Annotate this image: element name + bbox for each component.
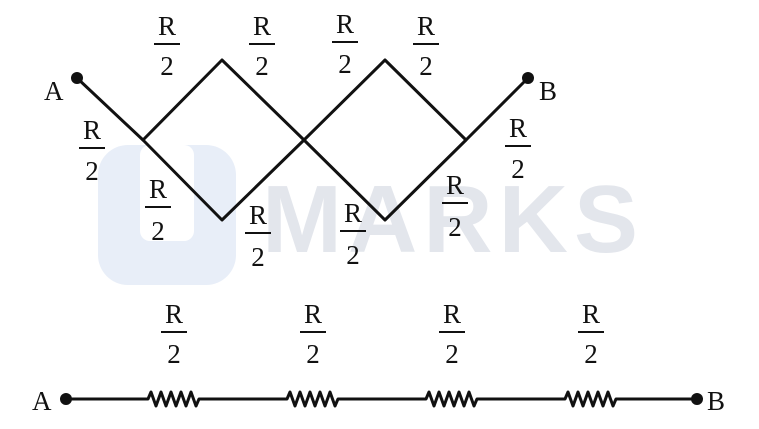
svg-text:2: 2 — [338, 49, 352, 79]
bridge-network: A B R 2 R 2 R 2 R 2 R 2 R — [44, 9, 557, 272]
watermark: MARKS — [98, 145, 644, 285]
series-circuit: A B R 2 R 2 R 2 R 2 — [32, 299, 725, 416]
svg-text:R: R — [158, 11, 176, 41]
terminal-a-label: A — [44, 76, 64, 106]
series-terminal-a-label: A — [32, 386, 52, 416]
wire-a-to-left-node — [75, 76, 145, 142]
svg-text:2: 2 — [584, 339, 598, 369]
series-wire — [64, 390, 699, 408]
svg-text:R: R — [253, 11, 271, 41]
svg-text:2: 2 — [255, 51, 269, 81]
svg-text:2: 2 — [85, 156, 99, 186]
svg-text:R: R — [165, 299, 183, 329]
svg-text:R: R — [336, 9, 354, 39]
svg-text:2: 2 — [167, 339, 181, 369]
terminal-b-dot — [522, 72, 534, 84]
resistor-label-7: R 2 — [245, 200, 271, 272]
svg-text:2: 2 — [419, 51, 433, 81]
resistor-label-2: R 2 — [332, 9, 358, 79]
watermark-logo-cutout — [140, 145, 194, 241]
svg-text:R: R — [344, 198, 362, 228]
svg-text:2: 2 — [151, 216, 165, 246]
series-terminal-b-dot — [691, 393, 703, 405]
svg-text:R: R — [417, 11, 435, 41]
resistor-label-5: R 2 — [505, 113, 531, 184]
resistor-label-4: R 2 — [79, 115, 105, 186]
terminal-a-dot — [71, 72, 83, 84]
svg-text:2: 2 — [346, 240, 360, 270]
series-terminal-a-dot — [60, 393, 72, 405]
series-resistor-label-3: R 2 — [578, 299, 604, 369]
svg-text:R: R — [582, 299, 600, 329]
svg-text:R: R — [446, 170, 464, 200]
svg-text:2: 2 — [160, 51, 174, 81]
series-terminal-b-label: B — [707, 386, 725, 416]
series-resistor-label-2: R 2 — [439, 299, 465, 369]
resistor-label-9: R 2 — [442, 170, 468, 242]
svg-text:2: 2 — [251, 242, 265, 272]
svg-text:R: R — [249, 200, 267, 230]
svg-text:R: R — [149, 174, 167, 204]
terminal-b-label: B — [539, 76, 557, 106]
series-resistor-label-1: R 2 — [300, 299, 326, 369]
svg-text:2: 2 — [448, 212, 462, 242]
series-resistor-label-0: R 2 — [161, 299, 187, 369]
resistor-label-1: R 2 — [249, 11, 275, 81]
resistor-label-6: R 2 — [145, 174, 171, 246]
svg-text:R: R — [83, 115, 101, 145]
svg-text:2: 2 — [306, 339, 320, 369]
watermark-text: MARKS — [262, 166, 644, 273]
svg-text:2: 2 — [511, 154, 525, 184]
svg-text:R: R — [304, 299, 322, 329]
wire-right-node-to-b — [464, 76, 530, 142]
resistor-label-0: R 2 — [154, 11, 180, 81]
resistor-label-3: R 2 — [413, 11, 439, 81]
svg-text:R: R — [509, 113, 527, 143]
resistor-label-8: R 2 — [340, 198, 366, 270]
svg-text:2: 2 — [445, 339, 459, 369]
svg-text:R: R — [443, 299, 461, 329]
